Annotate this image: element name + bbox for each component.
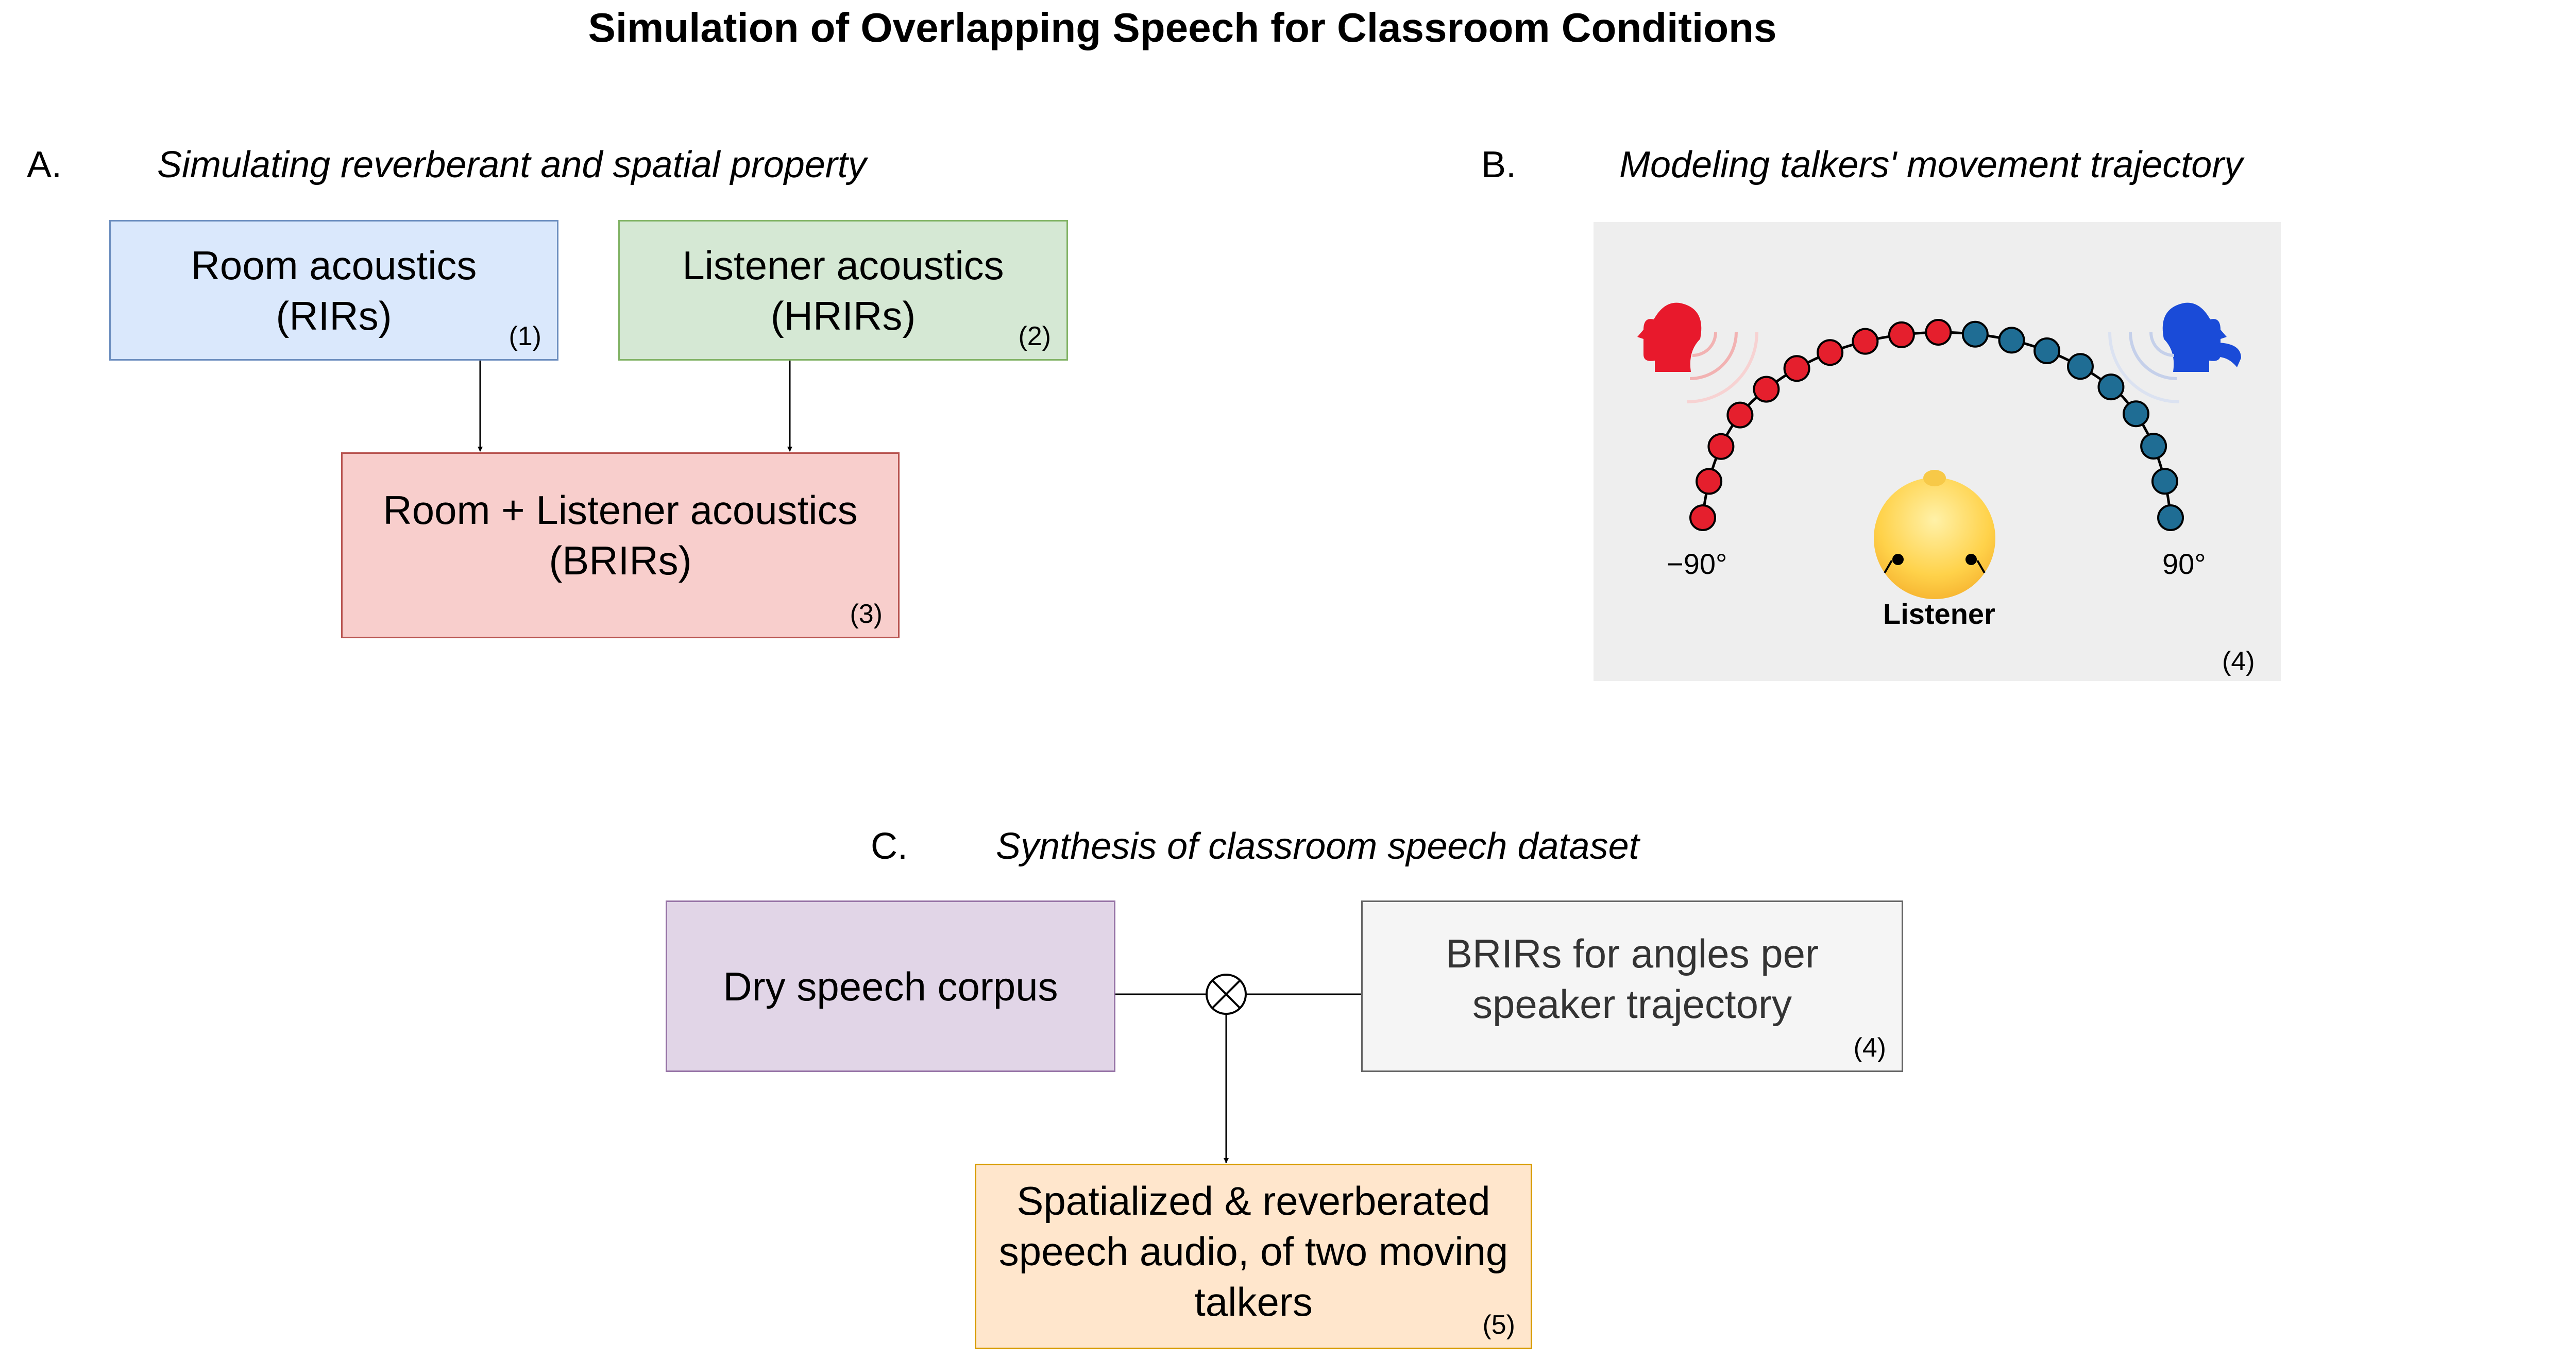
room-acoustics-number: (1) (509, 321, 541, 351)
dry-speech-corpus-box: Dry speech corpus (666, 900, 1115, 1072)
listener-acoustics-box: Listener acoustics (HRIRs) (2) (618, 220, 1068, 361)
listener-label: Listener (1883, 598, 1995, 630)
blue-trajectory-point (2140, 433, 2167, 460)
room-listener-acoustics-sublabel: (BRIRs) (549, 537, 692, 583)
room-listener-acoustics-box: Room + Listener acoustics (BRIRs) (3) (341, 452, 900, 638)
listener-acoustics-sublabel: (HRIRs) (770, 293, 916, 338)
section-b-letter: B. (1481, 144, 1517, 185)
room-acoustics-label: Room acoustics (191, 242, 477, 288)
red-talker-sound-waves-icon (1687, 332, 1758, 403)
left-angle-label: −90° (1667, 548, 1727, 580)
brirs-angles-sublabel: speaker trajectory (1472, 981, 1792, 1027)
section-b-title: Modeling talkers' movement trajectory (1619, 144, 2243, 185)
listener-head-icon (1874, 470, 1995, 599)
output-audio-number: (5) (1482, 1310, 1515, 1340)
listener-acoustics-label: Listener acoustics (682, 242, 1004, 288)
red-trajectory-point (1783, 355, 1810, 382)
blue-trajectory-point (1998, 327, 2025, 354)
red-trajectory-point (1925, 319, 1952, 346)
dry-speech-corpus-label: Dry speech corpus (723, 963, 1058, 1009)
blue-trajectory-point (2097, 373, 2125, 401)
blue-trajectory-point (2122, 400, 2149, 428)
blue-trajectory-point (2157, 504, 2184, 531)
output-audio-label-line1: Spatialized & reverberated (1016, 1178, 1490, 1223)
output-audio-label-line2: speech audio, of two moving (998, 1229, 1509, 1274)
brirs-angles-label: BRIRs for angles per (1446, 930, 1819, 976)
trajectory-number: (4) (2222, 647, 2255, 676)
red-trajectory-point (1726, 401, 1754, 429)
red-trajectory-point (1689, 504, 1716, 531)
red-trajectory-point (1817, 339, 1844, 366)
section-a-title: Simulating reverberant and spatial prope… (157, 144, 867, 185)
blue-trajectory-point (2151, 468, 2178, 495)
blue-trajectory-point (2033, 337, 2061, 364)
room-listener-acoustics-label: Room + Listener acoustics (383, 487, 858, 533)
blue-talker-icon (2162, 302, 2241, 372)
listener-acoustics-number: (2) (1018, 321, 1051, 351)
room-acoustics-sublabel: (RIRs) (276, 293, 392, 338)
right-angle-label: 90° (2162, 548, 2206, 580)
red-trajectory-point (1753, 376, 1780, 403)
trajectory-panel (1594, 222, 2281, 681)
blue-trajectory-point (1961, 320, 1989, 348)
diagram-title: Simulation of Overlapping Speech for Cla… (588, 5, 1777, 50)
section-c-letter: C. (871, 826, 908, 867)
red-trajectory-point (1696, 468, 1723, 495)
red-trajectory-point (1707, 433, 1735, 460)
brirs-angles-number: (4) (1853, 1033, 1886, 1063)
output-audio-label-line3: talkers (1194, 1279, 1313, 1324)
brirs-angles-box: BRIRs for angles per speaker trajectory … (1361, 900, 1903, 1072)
room-listener-acoustics-number: (3) (850, 599, 883, 629)
section-c-title: Synthesis of classroom speech dataset (996, 826, 1639, 867)
convolution-icon (1206, 974, 1247, 1015)
room-acoustics-box: Room acoustics (RIRs) (1) (109, 220, 558, 361)
red-talker-icon (1637, 302, 1702, 372)
output-audio-box: Spatialized & reverberated speech audio,… (975, 1164, 1532, 1349)
red-trajectory-point (1888, 321, 1915, 348)
trajectory-plot (1637, 302, 2241, 599)
blue-talker-sound-waves-icon (2108, 332, 2180, 403)
red-trajectory-point (1852, 328, 1879, 355)
blue-trajectory-point (2066, 353, 2094, 380)
section-a-letter: A. (27, 144, 62, 185)
